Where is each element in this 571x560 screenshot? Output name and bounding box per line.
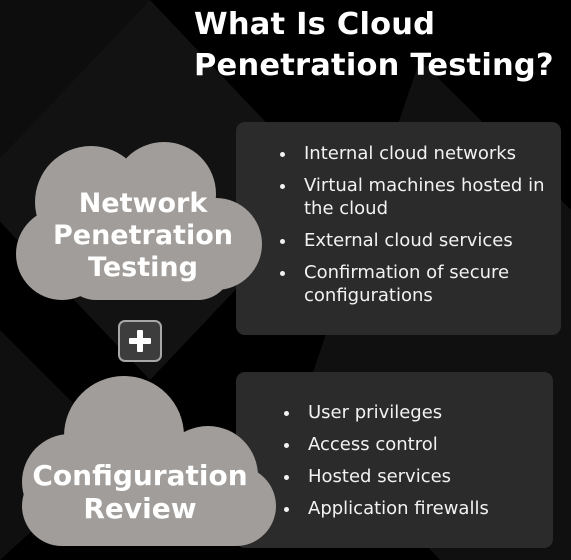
list-item-text: Application firewalls xyxy=(308,498,489,519)
bullet-icon xyxy=(284,411,289,416)
list-item-text: Access control xyxy=(308,434,438,455)
bullet-icon xyxy=(280,239,285,244)
list-item-text: User privileges xyxy=(308,402,443,423)
page-title: What Is Cloud Penetration Testing? xyxy=(194,4,554,86)
network-testing-label: Network Penetration Testing xyxy=(18,188,268,284)
network-testing-list: Internal cloud networks Virtual machines… xyxy=(280,142,555,316)
cloud-label-line: Network xyxy=(78,188,208,219)
list-item: External cloud services xyxy=(280,229,555,252)
list-item: User privileges xyxy=(284,401,549,424)
cloud-label-line: Penetration xyxy=(52,220,233,251)
list-item: Virtual machines hosted in the cloud xyxy=(280,174,555,220)
list-item: Hosted services xyxy=(284,465,549,488)
bullet-icon xyxy=(280,152,285,157)
list-item-text: Virtual machines hosted in the cloud xyxy=(304,175,545,219)
list-item: Application firewalls xyxy=(284,497,549,520)
cloud-icon xyxy=(16,142,262,300)
list-item-text: Internal cloud networks xyxy=(304,143,517,164)
list-item-text: Hosted services xyxy=(308,466,452,487)
list-item: Internal cloud networks xyxy=(280,142,555,165)
cloud-label-line: Configuration xyxy=(32,459,248,492)
title-line: What Is Cloud xyxy=(194,7,436,42)
configuration-review-panel xyxy=(236,372,553,548)
configuration-review-list: User privileges Access control Hosted se… xyxy=(284,401,549,529)
list-item: Confirmation of secure configurations xyxy=(280,261,555,307)
list-item-text: External cloud services xyxy=(304,230,513,251)
list-item: Access control xyxy=(284,433,549,456)
title-line: Penetration Testing? xyxy=(194,48,554,83)
bullet-icon xyxy=(284,507,289,512)
list-item-text: Confirmation of secure configurations xyxy=(304,262,510,306)
plus-icon xyxy=(118,320,162,362)
plus-icon-bar xyxy=(137,330,143,352)
cloud-label-line: Testing xyxy=(88,252,198,283)
bullet-icon xyxy=(284,443,289,448)
bullet-icon xyxy=(284,475,289,480)
bullet-icon xyxy=(280,271,285,276)
configuration-review-label: Configuration Review xyxy=(20,459,260,525)
network-testing-panel xyxy=(236,122,561,335)
bullet-icon xyxy=(280,184,285,189)
cloud-label-line: Review xyxy=(83,492,197,525)
cloud-icon xyxy=(22,376,276,546)
